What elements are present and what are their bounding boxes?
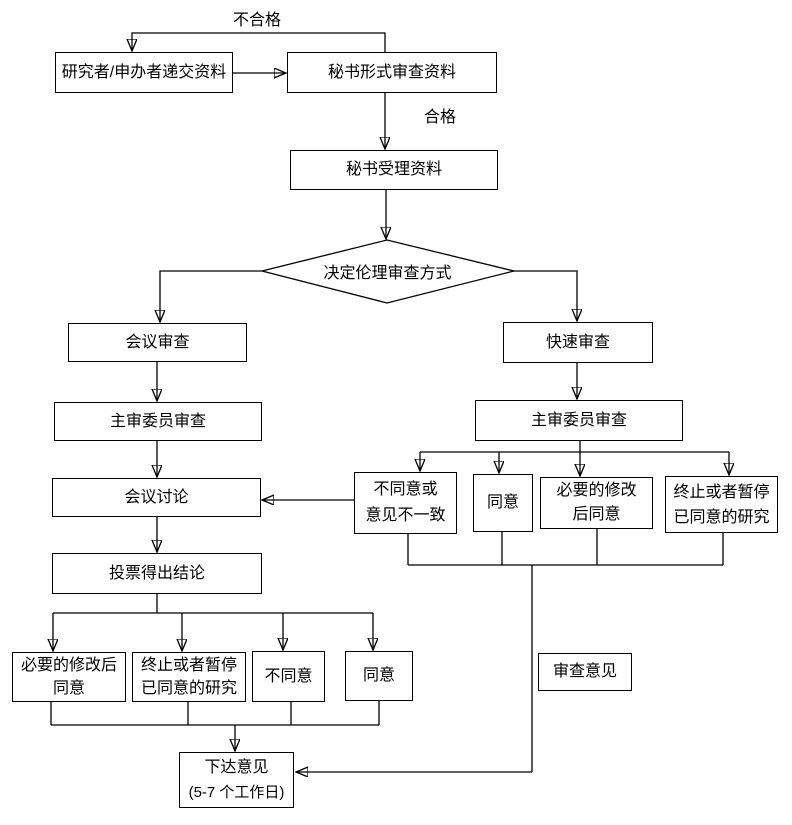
node-submit-label: 研究者/申办者递交资料 [61, 63, 227, 81]
node-outcome-modify-left-line1: 必要的修改后 [20, 657, 117, 674]
decision-diamond-shape [261, 239, 515, 304]
node-fast-review: 快速审查 [503, 322, 653, 363]
node-submit: 研究者/申办者递交资料 [55, 52, 233, 93]
node-outcome-terminate-right: 终止或者暂停 已同意的研究 [665, 476, 778, 533]
node-chief-review-left-label: 主审委员审查 [109, 412, 206, 430]
node-meeting-review: 会议审查 [68, 323, 247, 362]
node-outcome-terminate-right-line2: 已同意的研究 [673, 508, 770, 526]
node-chief-review-left: 主审委员审查 [54, 402, 262, 441]
node-vote-label: 投票得出结论 [108, 564, 205, 582]
node-outcome-modify-right-line1: 必要的修改 [556, 482, 637, 499]
node-outcome-disagree-right-line2: 意见不一致 [365, 507, 446, 524]
node-outcome-disagree-right: 不同意或 意见不一致 [354, 472, 457, 534]
node-outcome-terminate-right-line1: 终止或者暂停 [673, 483, 770, 501]
node-outcome-agree-right-label: 同意 [486, 494, 519, 511]
node-outcome-modify-left-line2: 同意 [52, 680, 85, 697]
edge-decide-to-meeting-review [160, 270, 262, 322]
edge-label-pass: 合格 [423, 109, 456, 126]
node-review-opinion-label: 审查意见 [552, 663, 617, 680]
node-outcome-disagree-left-label: 不同意 [264, 667, 313, 685]
node-decide: 决定伦理审查方式 [323, 265, 452, 282]
edge-label-fail: 不合格 [232, 12, 281, 29]
edge-decide-to-fast-review [513, 270, 577, 321]
node-fast-review-label: 快速审查 [545, 333, 610, 351]
node-meeting-discussion: 会议讨论 [52, 478, 261, 517]
node-issue-opinion: 下达意见 (5-7 个工作日) [179, 752, 294, 808]
node-outcome-terminate-left: 终止或者暂停 已同意的研究 [132, 652, 246, 702]
node-accept: 秘书受理资料 [290, 150, 498, 190]
node-outcome-disagree-right-line1: 不同意或 [373, 481, 438, 498]
node-issue-opinion-line2: (5-7 个工作日) [188, 784, 285, 801]
node-outcome-terminate-left-line1: 终止或者暂停 [140, 657, 237, 674]
node-meeting-review-label: 会议审查 [125, 333, 190, 351]
node-review-opinion: 审查意见 [538, 653, 632, 691]
node-outcome-agree-left: 同意 [345, 651, 413, 701]
node-outcome-modify-right: 必要的修改 后同意 [540, 477, 653, 529]
node-formal-review: 秘书形式审查资料 [287, 52, 497, 93]
node-meeting-discussion-label: 会议讨论 [124, 488, 189, 506]
edge-fail-feedback [132, 32, 386, 52]
node-vote: 投票得出结论 [52, 553, 262, 594]
node-outcome-modify-left: 必要的修改后 同意 [12, 652, 126, 702]
node-outcome-terminate-left-line2: 已同意的研究 [140, 680, 237, 697]
node-formal-review-label: 秘书形式审查资料 [327, 63, 456, 81]
node-accept-label: 秘书受理资料 [345, 161, 442, 178]
node-outcome-agree-left-label: 同意 [362, 667, 395, 684]
node-chief-review-right-label: 主审委员审查 [530, 411, 627, 429]
node-outcome-disagree-left: 不同意 [252, 651, 325, 702]
node-outcome-modify-right-line2: 后同意 [572, 506, 621, 523]
node-outcome-agree-right: 同意 [473, 474, 533, 532]
node-chief-review-right: 主审委员审查 [475, 400, 683, 441]
node-issue-opinion-line1: 下达意见 [204, 759, 269, 776]
